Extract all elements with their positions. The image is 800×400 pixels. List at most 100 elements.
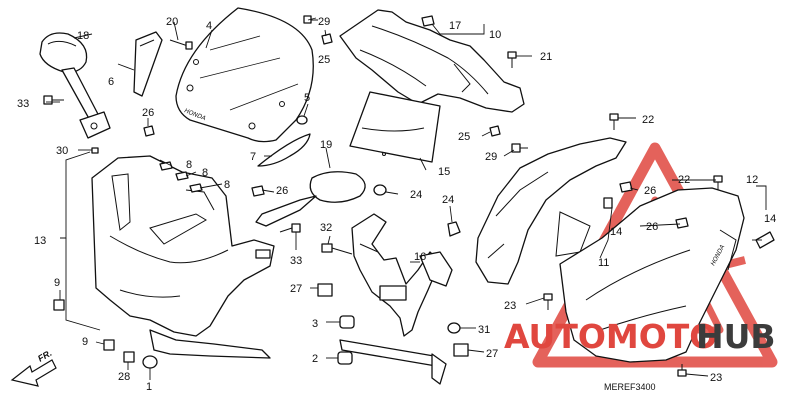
callout-29-mid: 29 <box>485 151 497 163</box>
clip-26-mid <box>251 185 265 197</box>
mirror-right-housing <box>309 171 366 203</box>
callout-27-right: 27 <box>486 348 498 360</box>
nut-27-left <box>317 283 333 297</box>
callout-14-inner: 14 <box>610 226 622 238</box>
stay-bracket-right <box>419 251 453 287</box>
front-arrow-icon <box>10 359 57 387</box>
middle-cowl-right: HONDA <box>475 137 745 363</box>
cowl-stay <box>339 213 453 385</box>
bolt-29-mid <box>511 143 528 153</box>
callout-13: 13 <box>34 235 46 247</box>
callout-22-top: 22 <box>642 114 654 126</box>
callout-9-a: 9 <box>54 277 60 289</box>
cowl-lower-trim-1 <box>149 329 271 359</box>
callout-6: 6 <box>108 76 114 88</box>
upper-cowl <box>91 155 275 337</box>
bolt-33-mid <box>279 223 301 233</box>
grommet-2 <box>337 351 353 365</box>
callout-12: 12 <box>746 174 758 186</box>
screw-23-a <box>543 293 553 310</box>
callout-23-a: 23 <box>504 300 516 312</box>
callout-26-right-a: 26 <box>644 185 656 197</box>
callouts: 18 20 4 29 25 17 10 21 6 33 26 5 22 25 3… <box>17 16 776 393</box>
cowl-inner-panel-11 <box>475 137 627 285</box>
callout-7: 7 <box>250 151 256 163</box>
nut-25-top <box>321 33 333 45</box>
callout-19: 19 <box>320 139 332 151</box>
callout-10: 10 <box>489 29 501 41</box>
callout-21: 21 <box>540 51 552 63</box>
callout-25-top: 25 <box>318 54 330 66</box>
callout-18: 18 <box>77 30 89 42</box>
stay-foot <box>431 353 447 385</box>
watermark-text-a: AUTOMOTO <box>504 317 717 356</box>
callout-16: 16 <box>414 251 426 263</box>
callout-30: 30 <box>56 145 68 157</box>
callout-23-b: 23 <box>710 372 722 384</box>
callout-31: 31 <box>478 324 490 336</box>
meter-panel <box>339 9 525 113</box>
upper-cowl-body <box>91 155 275 337</box>
callout-4: 4 <box>206 20 212 32</box>
bolt-28 <box>123 351 135 363</box>
screw-20 <box>169 39 193 50</box>
callout-24-b: 24 <box>442 194 454 206</box>
cowl-outer-panel-12 <box>559 187 745 363</box>
callout-9-b: 9 <box>82 336 88 348</box>
clip-26-left <box>143 125 155 137</box>
callout-8-c: 8 <box>224 179 230 191</box>
clip-17 <box>421 15 435 27</box>
clip-26-right-b <box>675 217 689 229</box>
collar-3 <box>339 315 355 329</box>
clip-26-right-a <box>619 181 633 193</box>
callout-5: 5 <box>304 92 310 104</box>
clip-8-b <box>175 171 189 181</box>
mirror-right-stem <box>255 195 317 227</box>
emblem-14 <box>755 231 775 249</box>
callout-29-top: 29 <box>318 16 330 28</box>
callout-8-a: 8 <box>186 159 192 171</box>
nut-25-mid <box>489 125 501 137</box>
bolt-33-left <box>43 95 64 105</box>
stay-crossbar <box>339 339 437 367</box>
callout-32: 32 <box>320 222 332 234</box>
mirror-assembly-left <box>39 32 111 139</box>
stay-frame <box>351 213 441 337</box>
windscreen: HONDA <box>175 7 314 143</box>
callout-22-right: 22 <box>678 174 690 186</box>
callout-33-mid: 33 <box>290 255 302 267</box>
callout-26-top: 26 <box>142 107 154 119</box>
callout-28: 28 <box>118 371 130 383</box>
callout-14-right: 14 <box>764 213 776 225</box>
clip-14-inner <box>603 197 613 209</box>
cowl-tab <box>255 249 271 259</box>
visor-panel <box>349 91 441 163</box>
nut-27-right <box>453 343 469 357</box>
grommet-24-a <box>373 184 387 196</box>
callout-27-left: 27 <box>290 283 302 295</box>
bolt-32 <box>321 243 353 255</box>
watermark-text: AUTOMOTO HUB <box>504 317 776 356</box>
screw-22-right <box>713 175 723 190</box>
screw-30 <box>91 147 99 154</box>
callout-11: 11 <box>598 257 609 269</box>
callout-20: 20 <box>166 16 178 28</box>
stay-block <box>379 285 407 301</box>
nut-31 <box>447 322 461 334</box>
callout-15: 15 <box>438 166 450 178</box>
clip-9-a <box>53 299 65 311</box>
grommet-5 <box>296 115 308 125</box>
callout-26-mid: 26 <box>276 185 288 197</box>
clip-9-b <box>103 339 115 351</box>
screw-22-top <box>609 113 619 130</box>
inner-panel-body <box>339 9 525 113</box>
callout-26-right-b: 26 <box>646 221 658 233</box>
grommet-24-b <box>447 221 461 237</box>
callout-8-b: 8 <box>202 167 208 179</box>
callout-24-a: 24 <box>410 189 422 201</box>
screw-21 <box>507 51 517 68</box>
callout-33-left: 33 <box>17 98 29 110</box>
ref-code: MEREF3400 <box>604 382 656 392</box>
